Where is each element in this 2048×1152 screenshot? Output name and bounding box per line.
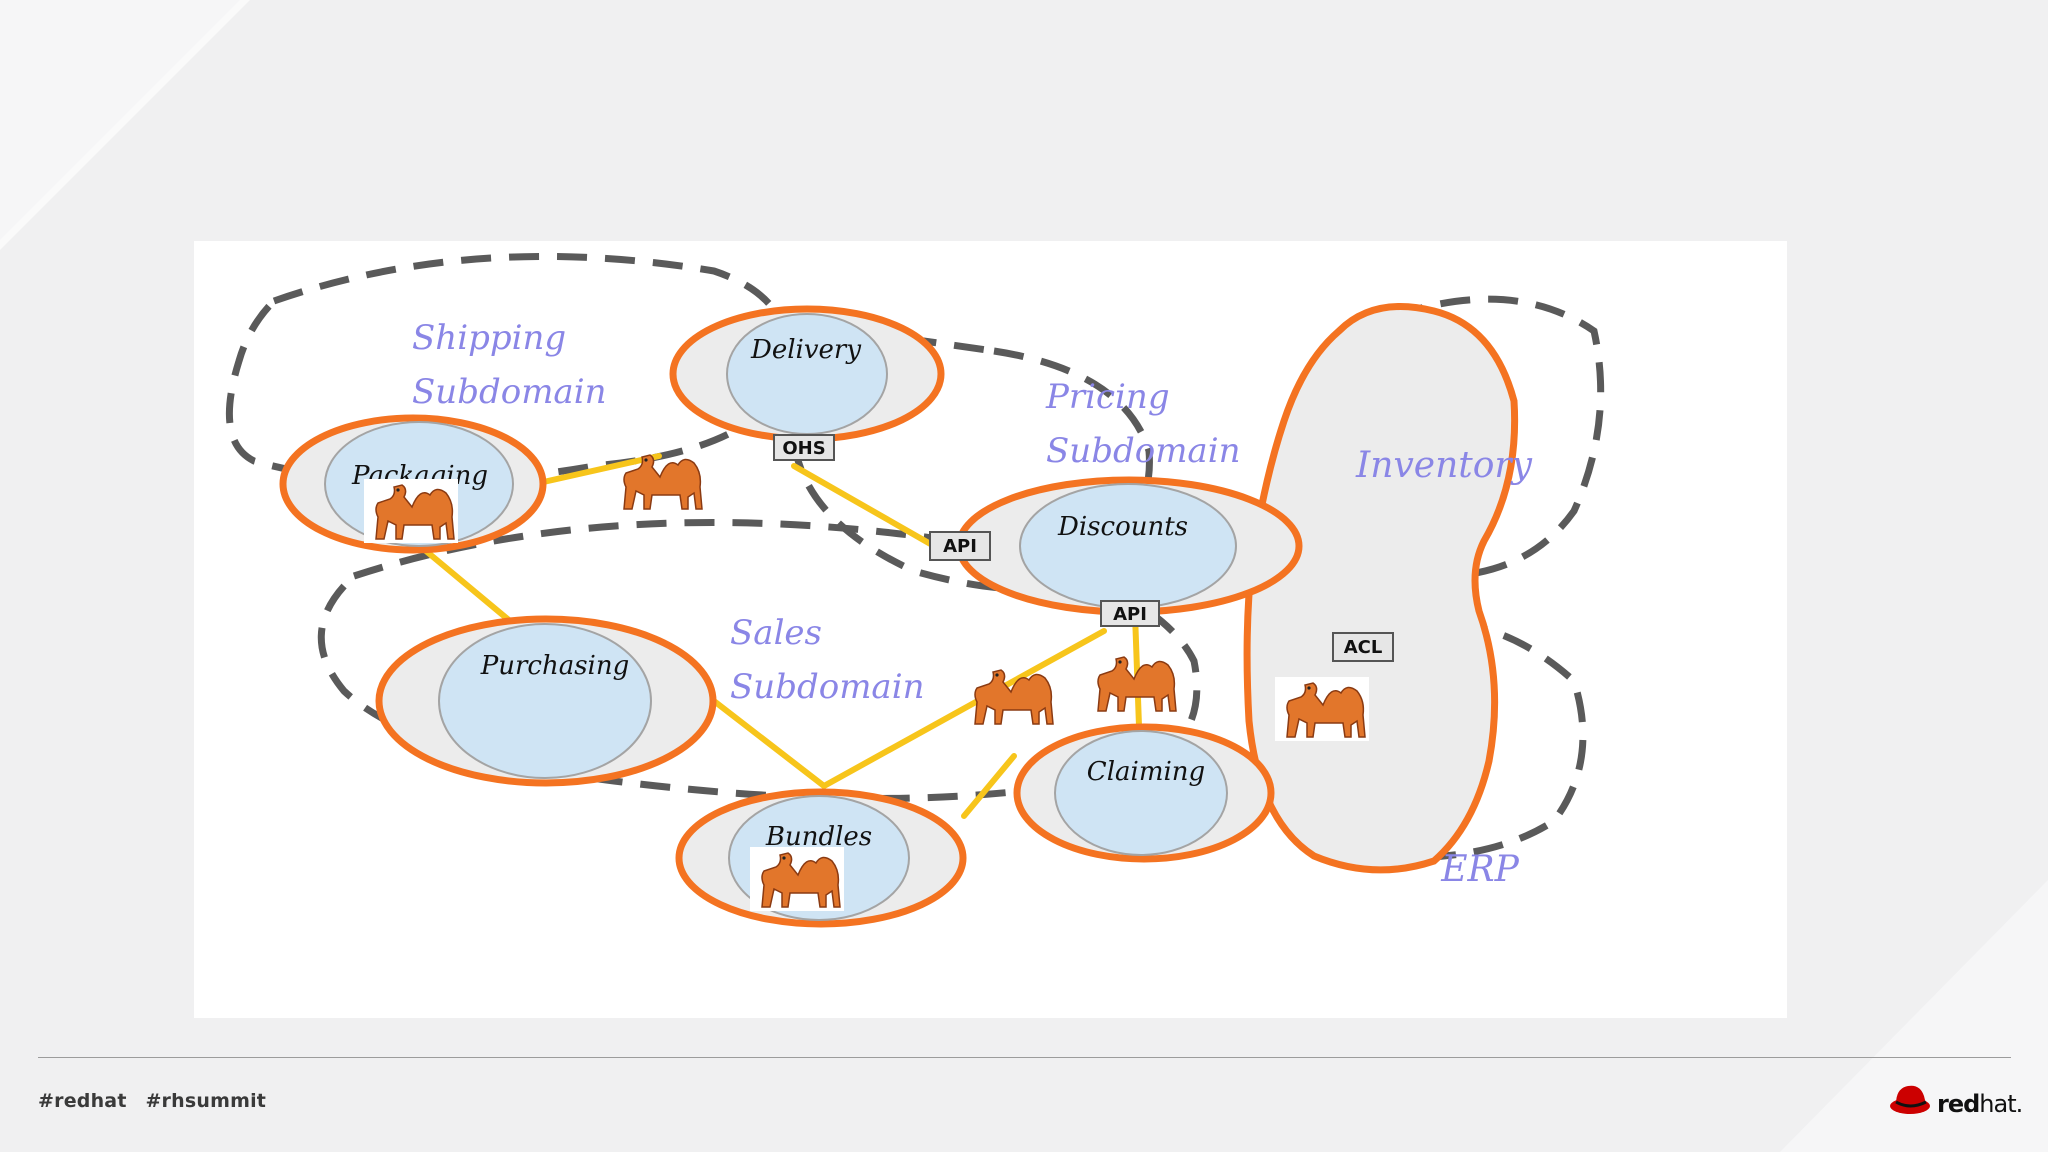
diagram-canvas: Shipping Subdomain Pricing Subdomain Sal… (194, 241, 1787, 1018)
camel-icon (364, 479, 458, 543)
connector-purchasing-bundles (711, 698, 827, 789)
footer-divider (38, 1057, 2011, 1058)
connector-packaging-delivery (536, 453, 662, 486)
svg-text:ACL: ACL (1344, 637, 1383, 658)
svg-text:API: API (943, 536, 977, 557)
api-badge-discounts: API (1100, 600, 1160, 627)
pricing-subdomain-label-1: Pricing (1045, 377, 1170, 417)
footer-hashtags: #redhat #rhsummit (38, 1090, 278, 1112)
api-badge-delivery-discounts: API (929, 531, 991, 561)
camel-icon (1275, 677, 1369, 741)
ohs-badge: OHS (773, 434, 835, 461)
sales-subdomain-label-1: Sales (730, 613, 822, 653)
discounts-label: Discounts (1057, 512, 1188, 542)
hashtag-rhsummit: #rhsummit (145, 1090, 267, 1112)
acl-badge: ACL (1332, 632, 1394, 662)
sales-subdomain-label-2: Subdomain (730, 667, 924, 707)
shipping-subdomain-label-1: Shipping (412, 318, 566, 358)
context-discounts (955, 476, 1303, 616)
purchasing-label: Purchasing (480, 651, 630, 681)
svg-text:OHS: OHS (782, 438, 825, 459)
erp-label: ERP (1440, 849, 1519, 890)
connector-bundles-discounts (821, 628, 1107, 789)
connector-bundles-claiming (961, 753, 1017, 819)
redhat-logo: redhat. (1888, 1082, 2023, 1122)
context-map-diagram: Shipping Subdomain Pricing Subdomain Sal… (225, 252, 1605, 928)
hashtag-redhat: #redhat (38, 1090, 127, 1112)
inventory-label: Inventory (1355, 445, 1533, 486)
shipping-subdomain-label-2: Subdomain (412, 372, 606, 412)
inventory-erp-container (1243, 303, 1519, 874)
delivery-label: Delivery (750, 335, 861, 365)
pricing-subdomain-label-2: Subdomain (1046, 431, 1240, 471)
shipping-subdomain-boundary (225, 252, 792, 486)
redhat-hat-icon (1890, 1085, 1930, 1114)
connector-delivery-discounts (791, 463, 937, 549)
redhat-wordmark: redhat. (1937, 1090, 2023, 1118)
context-claiming (1013, 723, 1275, 863)
context-delivery (669, 305, 945, 443)
claiming-label: Claiming (1087, 757, 1205, 787)
context-purchasing (375, 615, 717, 787)
svg-text:API: API (1113, 604, 1147, 625)
camel-icon (750, 847, 844, 911)
